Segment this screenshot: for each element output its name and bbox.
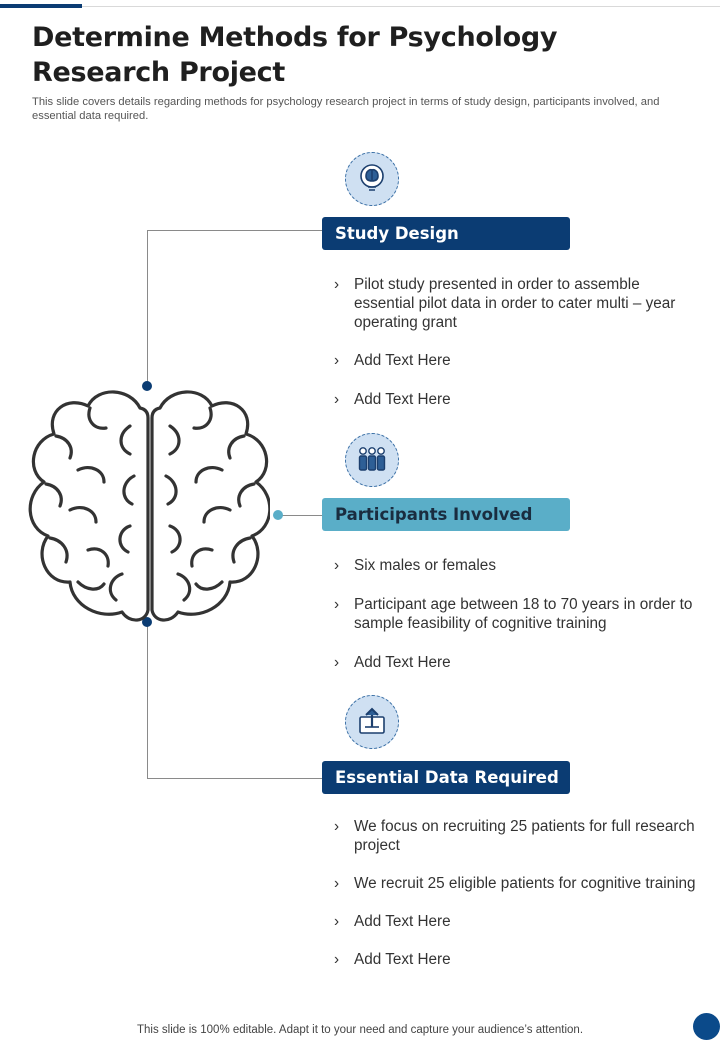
list-item: We recruit 25 eligible patients for cogn…	[334, 874, 704, 893]
list-item: Pilot study presented in order to assemb…	[334, 275, 704, 332]
corner-dot	[693, 1013, 720, 1040]
page-subtitle: This slide covers details regarding meth…	[32, 96, 660, 122]
top-divider	[0, 6, 720, 7]
connector-bottom-horizontal	[147, 778, 322, 779]
brain-outline-icon	[28, 390, 270, 622]
footer-note: This slide is 100% editable. Adapt it to…	[136, 1024, 584, 1036]
list-item: Add Text Here	[334, 351, 704, 370]
connector-bottom-dot	[142, 617, 152, 627]
list-item: We focus on recruiting 25 patients for f…	[334, 817, 704, 855]
essential-data-header: Essential Data Required	[322, 761, 570, 794]
list-item: Add Text Here	[334, 912, 704, 931]
study-design-header: Study Design	[322, 217, 570, 250]
top-accent-bar	[0, 4, 82, 8]
connector-middle-horizontal	[278, 515, 322, 516]
connector-top-dot	[142, 381, 152, 391]
participants-involved-header: Participants Involved	[322, 498, 570, 531]
list-item: Six males or females	[334, 556, 704, 575]
connector-top-horizontal	[147, 230, 322, 231]
brain-head-icon	[345, 152, 399, 206]
essential-data-list: We focus on recruiting 25 patients for f…	[334, 817, 704, 969]
group-people-icon	[345, 433, 399, 487]
list-item: Add Text Here	[334, 950, 704, 969]
page-title: Determine Methods for Psychology Researc…	[32, 22, 558, 88]
connector-middle-dot	[273, 510, 283, 520]
study-design-list: Pilot study presented in order to assemb…	[334, 275, 704, 409]
upload-box-icon	[345, 695, 399, 749]
connector-bottom-vertical	[147, 622, 148, 778]
connector-top-vertical	[147, 230, 148, 386]
participants-involved-list: Six males or females Participant age bet…	[334, 556, 704, 672]
list-item: Participant age between 18 to 70 years i…	[334, 595, 704, 633]
list-item: Add Text Here	[334, 390, 704, 409]
list-item: Add Text Here	[334, 653, 704, 672]
